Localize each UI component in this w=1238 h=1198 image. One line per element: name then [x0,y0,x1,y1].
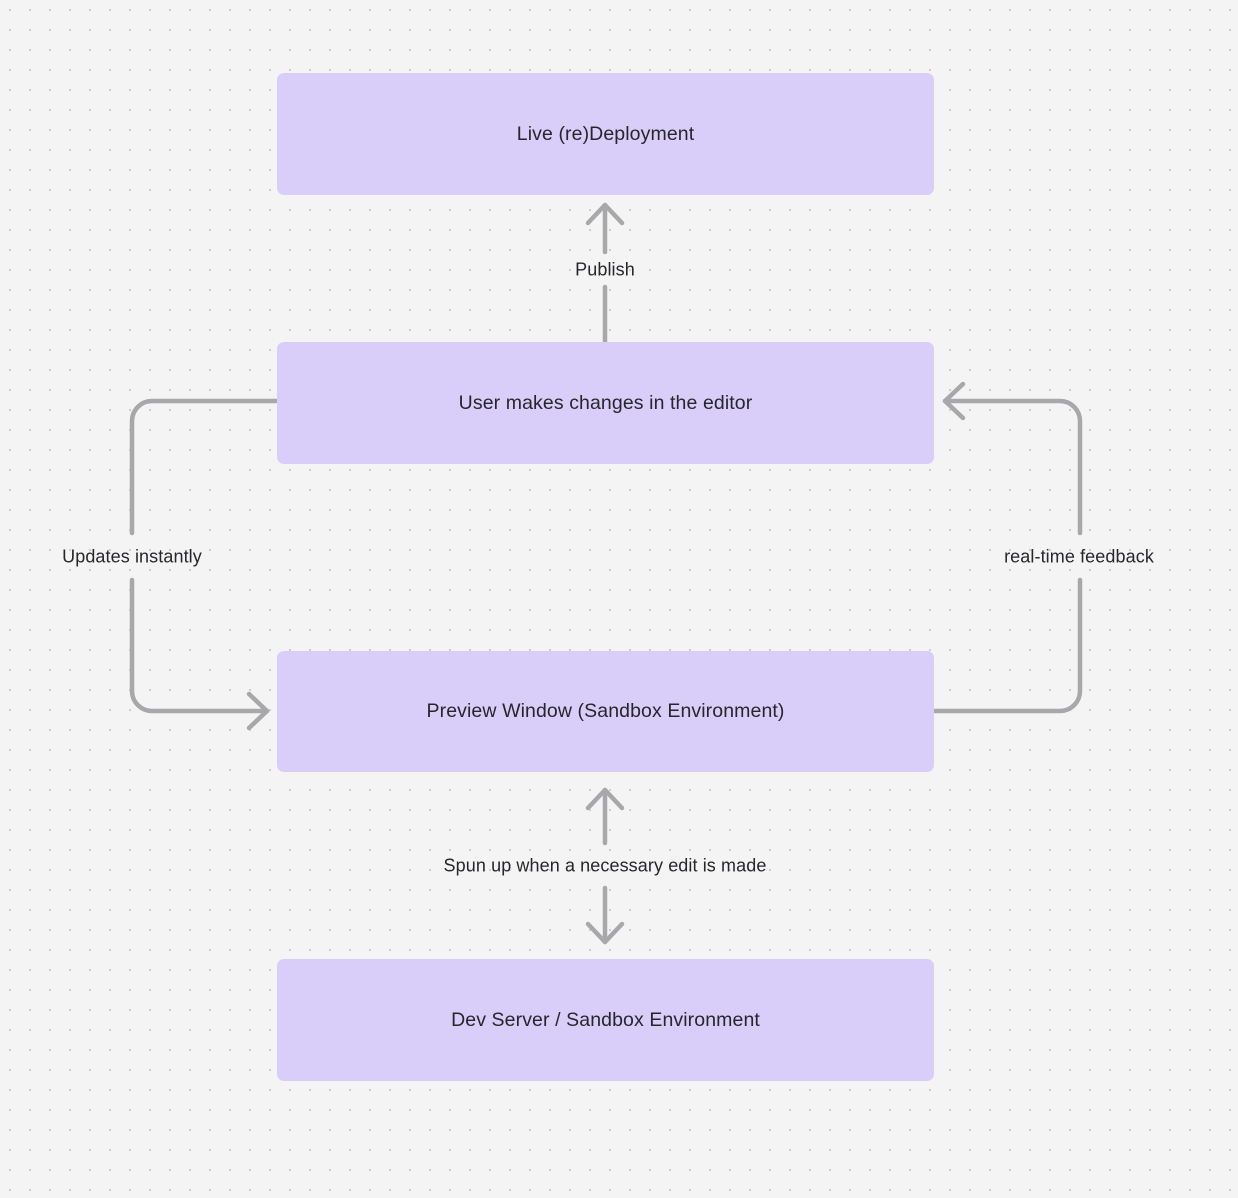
edge-label-updates-instantly: Updates instantly [62,546,202,567]
node-user-makes-changes[interactable]: User makes changes in the editor [277,342,934,464]
edge-label-spun-up: Spun up when a necessary edit is made [443,855,767,876]
edge-label-real-time-feedback: real-time feedback [1004,546,1154,567]
node-preview-window[interactable]: Preview Window (Sandbox Environment) [277,651,934,772]
node-preview-window-label: Preview Window (Sandbox Environment) [426,700,785,723]
node-user-makes-changes-label: User makes changes in the editor [458,391,753,414]
node-live-deployment-label: Live (re)Deployment [516,122,695,145]
node-live-deployment[interactable]: Live (re)Deployment [277,73,934,195]
node-dev-server[interactable]: Dev Server / Sandbox Environment [277,959,934,1081]
edge-label-publish: Publish [575,259,635,280]
node-dev-server-label: Dev Server / Sandbox Environment [451,1008,760,1031]
